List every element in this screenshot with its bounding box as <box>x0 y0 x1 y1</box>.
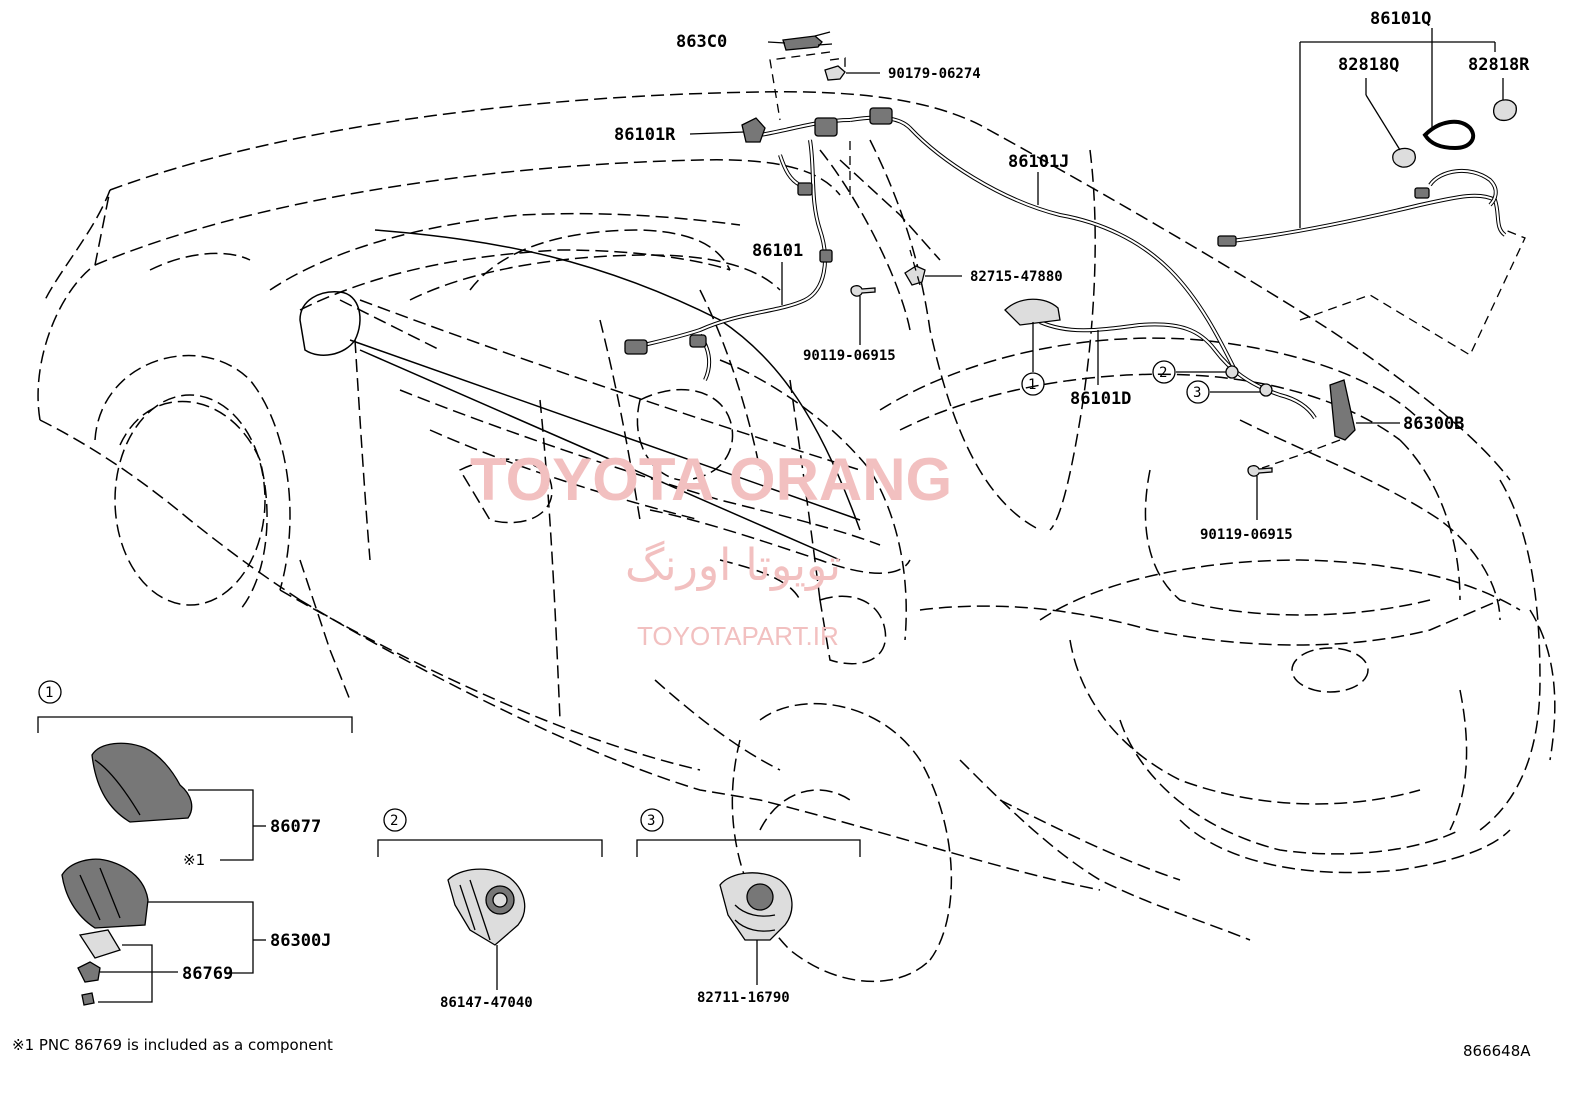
inset-1: 1 86077 ※1 86300J 86769 <box>37 680 353 1006</box>
callout-3: 3 <box>1193 385 1201 401</box>
vehicle-outline <box>37 91 1556 983</box>
clip-82715-47880 <box>904 265 926 286</box>
clip-86769 <box>77 961 101 983</box>
inset-2: 2 86147-47040 <box>377 808 603 1011</box>
watermark-brand: TOYOTA ORANG <box>470 446 952 513</box>
label-86147-47040: 86147-47040 <box>440 995 533 1011</box>
clamp-86147-47040 <box>447 868 526 946</box>
watermark: TOYOTA ORANG تویوتا اورنگ TOYOTAPART.IR <box>470 446 952 651</box>
reference-lines <box>769 51 1526 469</box>
label-86101D: 86101D <box>1070 389 1131 409</box>
label-86300B: 86300B <box>1403 414 1464 434</box>
grommet-82818R <box>1493 99 1517 122</box>
callout-1-circle <box>1021 372 1045 396</box>
label-82711-16790: 82711-16790 <box>697 990 790 1006</box>
callout-2: 2 <box>1159 365 1167 381</box>
label-86769: 86769 <box>182 964 233 984</box>
label-90119-06915-b: 90119-06915 <box>1200 527 1293 543</box>
antenna-harness-group <box>624 31 1517 477</box>
label-82715-47880: 82715-47880 <box>970 269 1063 285</box>
label-86101: 86101 <box>752 241 803 261</box>
inset-1-label: 1 <box>45 685 53 701</box>
label-82818Q: 82818Q <box>1338 55 1399 75</box>
bracket-86101R <box>741 117 766 143</box>
clip-82818Q <box>1392 147 1416 168</box>
antenna-cover-86077 <box>91 742 193 823</box>
label-90119-06915-a: 90119-06915 <box>803 348 896 364</box>
note-mark: ※1 <box>183 851 205 869</box>
label-86300J: 86300J <box>270 931 331 951</box>
label-90179-06274: 90179-06274 <box>888 66 981 82</box>
label-863C0: 863C0 <box>676 32 727 52</box>
screw <box>81 992 95 1006</box>
bolt-90119-06915-b <box>1247 465 1273 477</box>
gasket <box>78 929 121 959</box>
watermark-url: TOYOTAPART.IR <box>637 621 839 651</box>
bolt-90119-06915-a <box>850 285 876 297</box>
label-86077: 86077 <box>270 817 321 837</box>
label-86101J: 86101J <box>1008 152 1069 172</box>
antenna-base-86300J <box>61 858 149 929</box>
label-86101Q: 86101Q <box>1370 9 1431 29</box>
label-82818R: 82818R <box>1468 55 1530 75</box>
roof-antenna <box>1004 298 1061 326</box>
callout-1: 1 <box>1028 377 1036 393</box>
main-labels: 863C0 90179-06274 86101R 86101 82715-478… <box>614 9 1530 543</box>
amplifier-86300B <box>1329 379 1356 441</box>
diagram-id: 866648A <box>1463 1042 1531 1060</box>
watermark-persian: تویوتا اورنگ <box>625 540 841 591</box>
footnote: ※1 PNC 86769 is included as a component <box>12 1036 333 1054</box>
inset-2-label: 2 <box>390 813 398 829</box>
part-863C0 <box>782 35 823 51</box>
inset-3-label: 3 <box>647 813 655 829</box>
label-86101R: 86101R <box>614 125 676 145</box>
harness-86101 <box>624 118 851 352</box>
nut-90179-06274 <box>824 65 846 81</box>
inset-3: 3 82711-16790 <box>636 808 861 1006</box>
